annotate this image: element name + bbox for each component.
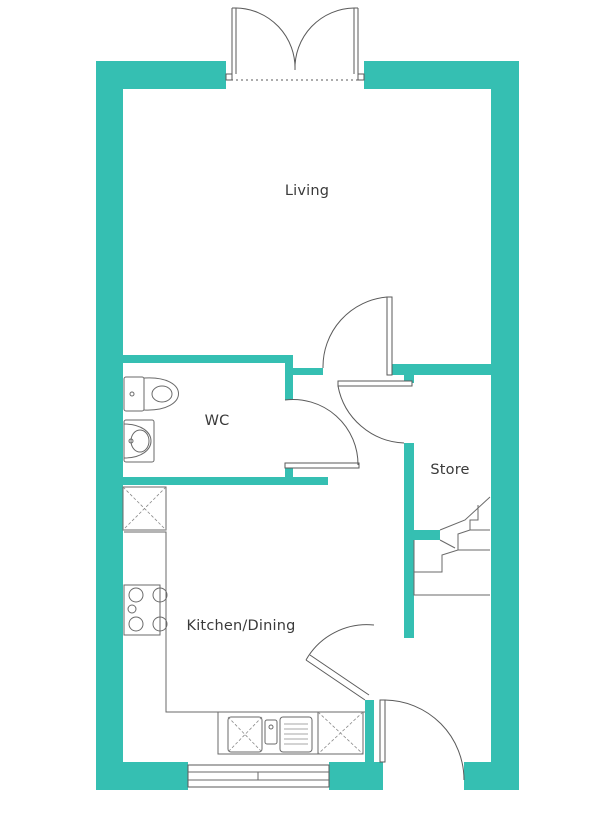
basin-icon	[123, 419, 155, 463]
wall-store-left	[404, 443, 414, 638]
sink-icon	[217, 711, 319, 755]
room-label-wc: WC	[205, 413, 230, 429]
wall-bottom-middle	[329, 762, 383, 790]
wall-hall-top	[293, 368, 323, 375]
living-door-icon[interactable]	[322, 296, 393, 376]
wall-hall-bottom	[365, 700, 374, 762]
wall-bottom-right	[464, 762, 519, 790]
wall-left	[96, 61, 123, 790]
wc-door-icon[interactable]	[284, 399, 360, 469]
wall-bottom-left	[96, 762, 188, 790]
internal-walls	[123, 355, 491, 762]
wall-right	[491, 61, 519, 790]
room-label-store: Store	[430, 462, 469, 478]
room-label-living: Living	[285, 183, 329, 199]
window-icon	[187, 764, 330, 788]
hob-icon	[123, 584, 168, 636]
toilet-icon	[123, 376, 179, 412]
wall-store-left-upper	[404, 375, 414, 383]
wall-wc-top	[123, 355, 293, 363]
stairs-icon	[413, 496, 491, 596]
kitchen-door-icon[interactable]	[305, 624, 375, 701]
appliance-icon	[122, 486, 167, 531]
front-door-icon[interactable]	[379, 699, 465, 781]
wall-stair-stub	[414, 530, 440, 540]
wall-wc-right-upper	[285, 355, 293, 400]
external-walls	[96, 61, 519, 790]
wall-store-top	[392, 364, 491, 375]
room-label-kitchen-dining: Kitchen/Dining	[187, 618, 296, 634]
appliance-icon	[317, 711, 364, 755]
wall-wc-bottom	[123, 477, 328, 485]
wall-wc-right-lower	[285, 465, 293, 477]
store-door-icon[interactable]	[337, 380, 413, 444]
patio-doors-icon[interactable]	[225, 7, 365, 81]
